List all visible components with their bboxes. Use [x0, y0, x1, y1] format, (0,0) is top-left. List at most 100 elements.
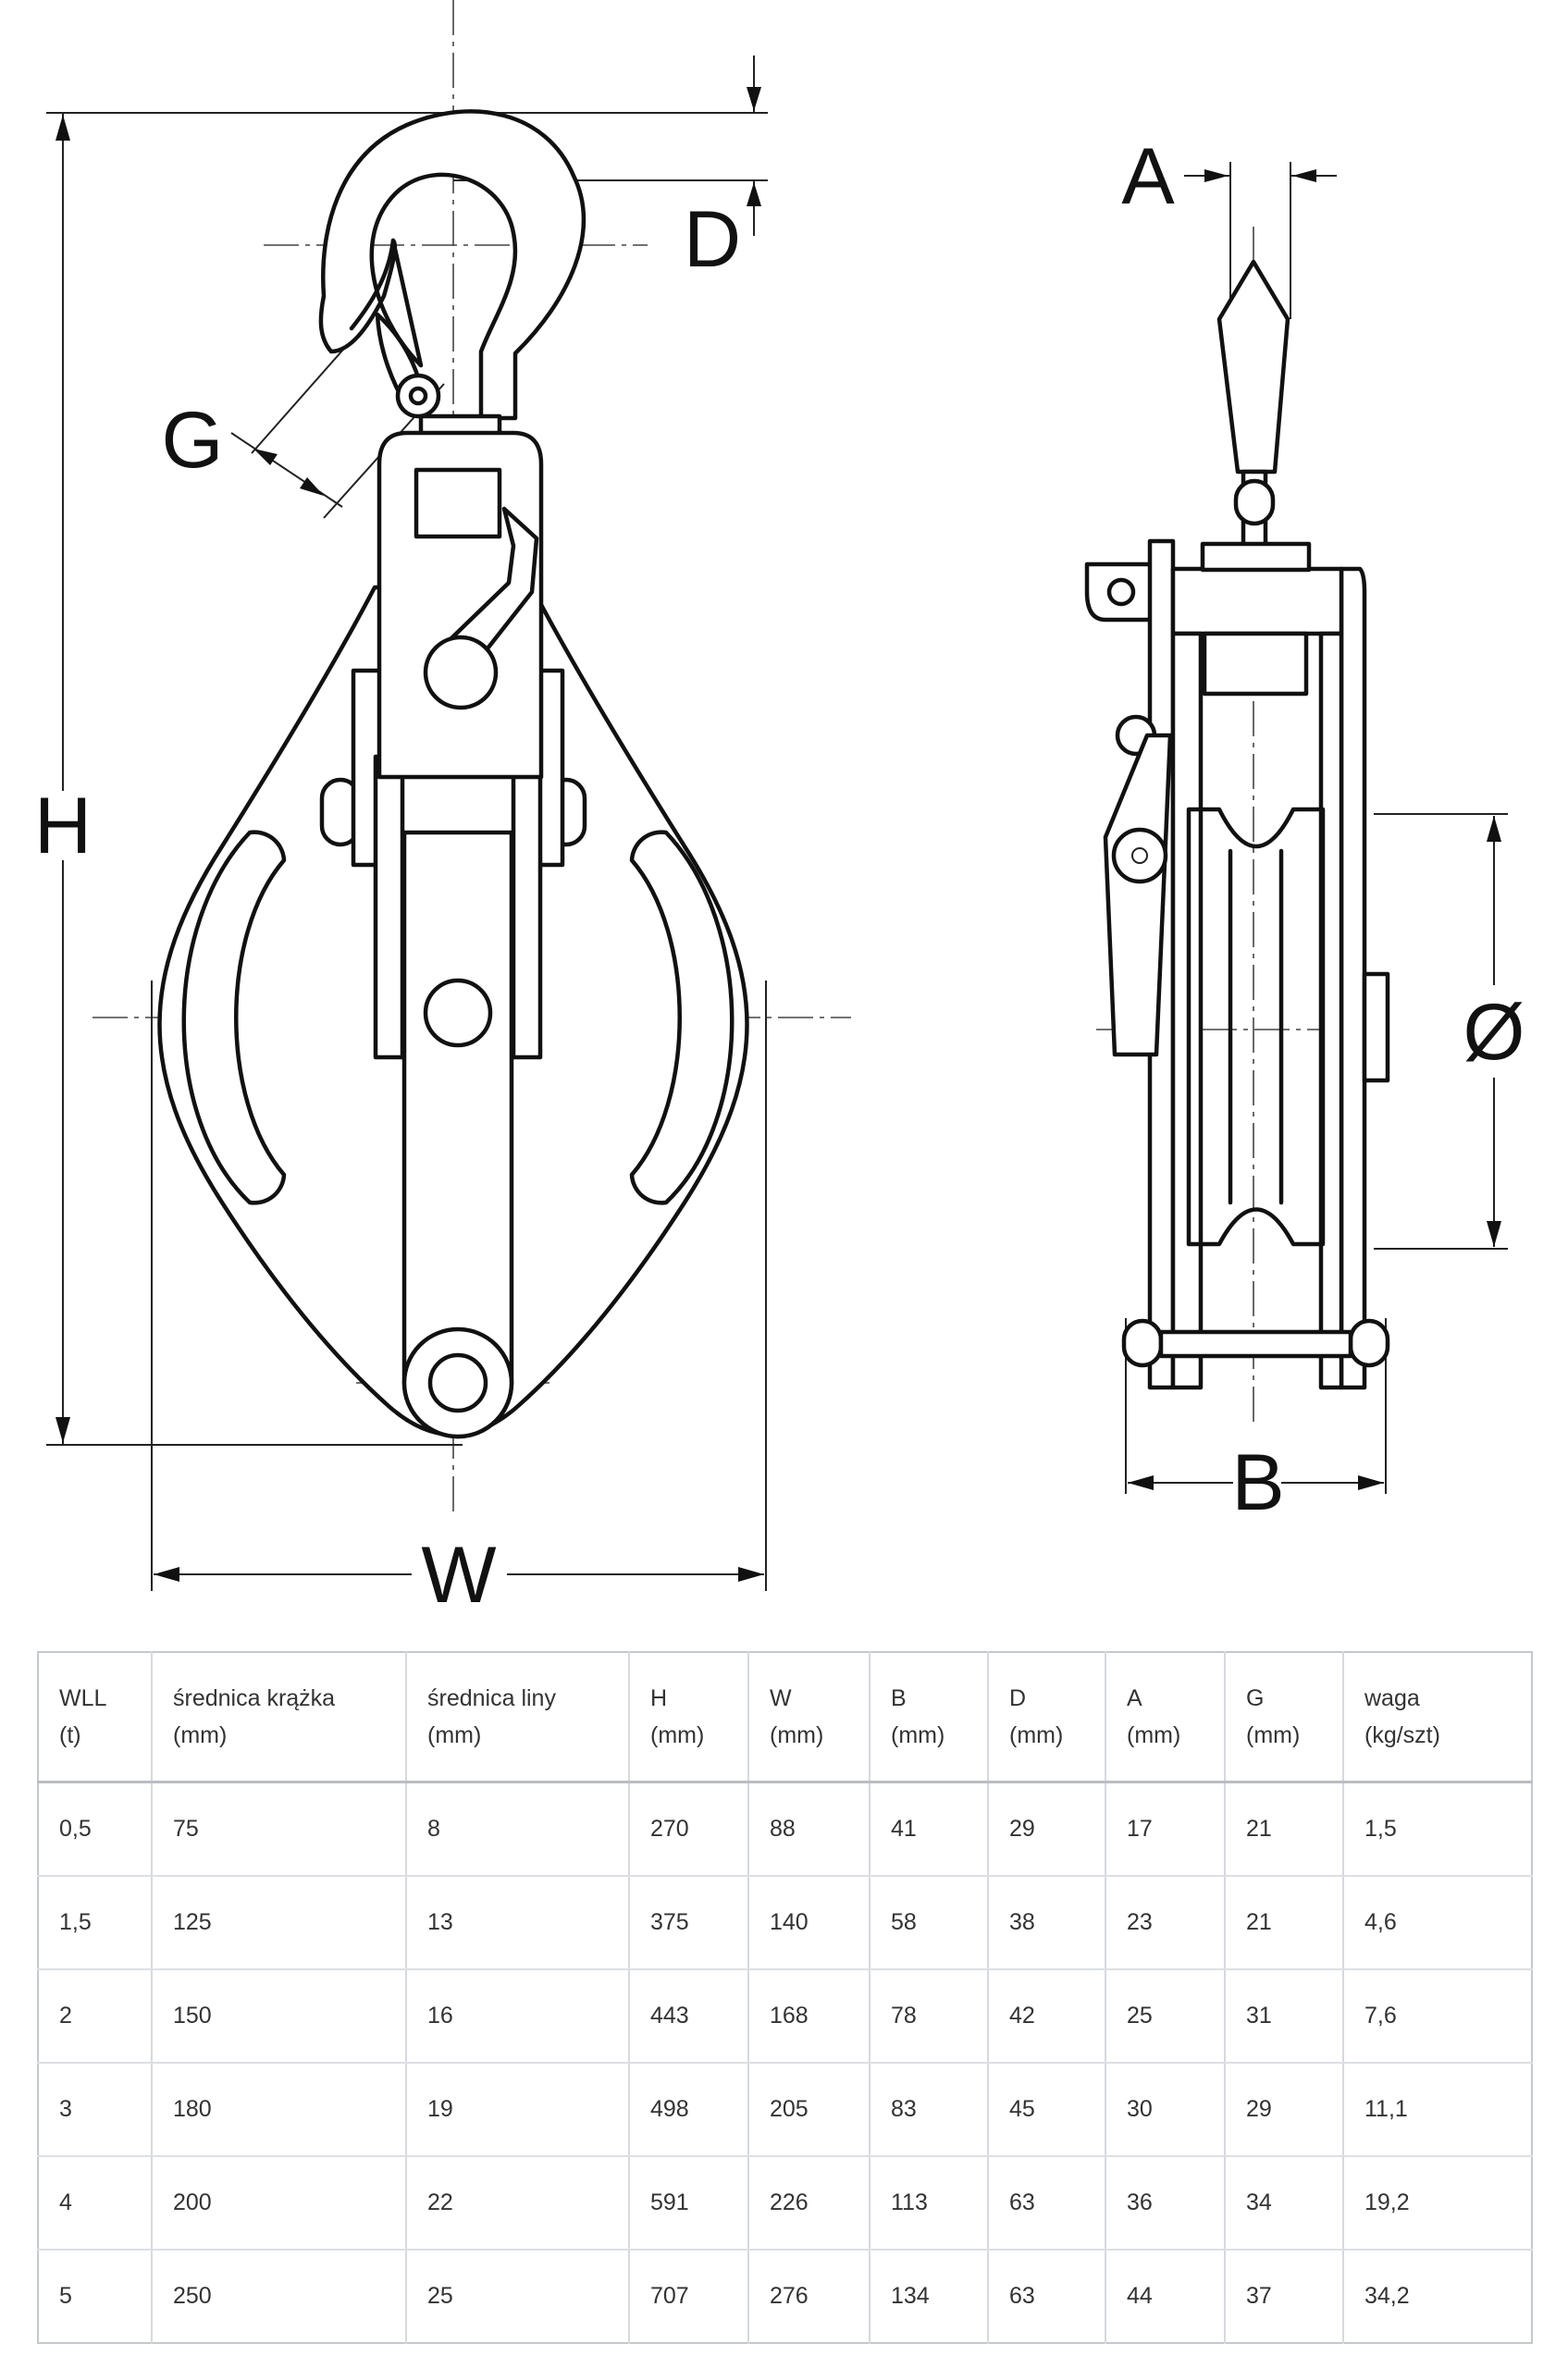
column-header-wll: WLL(t): [38, 1652, 153, 1783]
side-plate-outer: [1339, 566, 1367, 1390]
table-cell: 17: [1105, 1782, 1226, 1877]
table-cell: 707: [629, 2250, 749, 2343]
specification-table: WLL(t) średnica krążka(mm) średnica liny…: [37, 1651, 1533, 2344]
table-cell: 45: [988, 2063, 1106, 2157]
table-cell: 42: [988, 1969, 1106, 2064]
front-view: H W D G: [34, 0, 851, 1610]
table-row: 1,5 125 13 375 140 58 38 23 21 4,6: [38, 1876, 1532, 1970]
table-cell: 36: [1105, 2156, 1226, 2251]
label-a: A: [1121, 132, 1175, 221]
table-cell: 88: [748, 1782, 870, 1877]
table-cell: 25: [406, 2250, 630, 2343]
dimension-diameter: Ø: [1374, 813, 1525, 1250]
table-cell: 180: [152, 2063, 407, 2157]
table-cell: 113: [870, 2156, 989, 2251]
table-cell: 63: [988, 2250, 1106, 2343]
column-header-weight: waga(kg/szt): [1343, 1652, 1532, 1783]
table-cell: 276: [748, 2250, 870, 2343]
table-cell: 1,5: [1343, 1782, 1532, 1877]
table-cell: 250: [152, 2250, 407, 2343]
table-cell: 3: [38, 2063, 153, 2157]
table-cell: 21: [1225, 1876, 1344, 1970]
table-row: 0,5 75 8 270 88 41 29 17 21 1,5: [38, 1782, 1532, 1877]
label-h: H: [34, 782, 92, 870]
table-cell: 140: [748, 1876, 870, 1970]
table-cell: 8: [406, 1782, 630, 1877]
side-view: A B Ø: [1084, 132, 1525, 1527]
label-w: W: [421, 1531, 496, 1610]
table-cell: 63: [988, 2156, 1106, 2251]
table-cell: 5: [38, 2250, 153, 2343]
column-header-g: G(mm): [1225, 1652, 1344, 1783]
label-diameter: Ø: [1463, 988, 1525, 1077]
table-cell: 591: [629, 2156, 749, 2251]
table-row: 3 180 19 498 205 83 45 30 29 11,1: [38, 2063, 1532, 2157]
table-cell: 34: [1225, 2156, 1344, 2251]
column-header-b: B(mm): [870, 1652, 989, 1783]
table-cell: 19: [406, 2063, 630, 2157]
table-cell: 498: [629, 2063, 749, 2157]
dimension-a: A: [1121, 132, 1337, 319]
table-cell: 30: [1105, 2063, 1226, 2157]
column-header-sheave-diameter: średnica krążka(mm): [152, 1652, 407, 1783]
table-cell: 34,2: [1364, 2283, 1410, 2309]
table-row: 5 250 25 707 276 134 63 44 37 34,2: [38, 2250, 1532, 2343]
table-cell: 13: [406, 1876, 630, 1970]
dimension-h: H: [34, 112, 768, 1446]
table-cell: 21: [1225, 1782, 1344, 1877]
table-cell: 19,2: [1343, 2156, 1532, 2251]
table-cell: 443: [629, 1969, 749, 2064]
table-cell: 226: [748, 2156, 870, 2251]
table-row: 2 150 16 443 168 78 42 25 31 7,6: [38, 1969, 1532, 2064]
table-cell: 78: [870, 1969, 989, 2064]
table-cell: 134: [870, 2250, 989, 2343]
table-header-row: WLL(t) średnica krążka(mm) średnica liny…: [38, 1652, 1532, 1783]
dimension-b: B: [1125, 1318, 1387, 1527]
table-cell: 2: [38, 1969, 153, 2064]
table-cell: 29: [1225, 2063, 1344, 2157]
label-b: B: [1231, 1438, 1284, 1527]
table-cell: 38: [988, 1876, 1106, 1970]
table-cell: 0,5: [38, 1782, 153, 1877]
label-d: D: [684, 195, 741, 284]
slot-left: [181, 830, 287, 1205]
table-cell: 11,1: [1343, 2063, 1532, 2157]
table-cell: 270: [629, 1782, 749, 1877]
table-cell: 75: [152, 1782, 407, 1877]
column-header-h: H(mm): [629, 1652, 749, 1783]
table-cell: 4: [38, 2156, 153, 2251]
table-cell: 31: [1225, 1969, 1344, 2064]
table-cell: 168: [748, 1969, 870, 2064]
table-cell: 22: [406, 2156, 630, 2251]
table-cell: 16: [406, 1969, 630, 2064]
slot-right: [629, 830, 735, 1205]
table-row: 4 200 22 591 226 113 63 36 34 19,2: [38, 2156, 1532, 2251]
table-cell: 1,5: [38, 1876, 153, 1970]
table-cell: 44: [1105, 2250, 1226, 2343]
table-cell: 7,6: [1343, 1969, 1532, 2064]
table-cell: 4,6: [1343, 1876, 1532, 1970]
hook: [318, 109, 586, 421]
column-header-w: W(mm): [748, 1652, 870, 1783]
table-cell: 29: [988, 1782, 1106, 1877]
dimension-w: W: [151, 980, 767, 1610]
table-cell: 83: [870, 2063, 989, 2157]
column-header-d: D(mm): [988, 1652, 1106, 1783]
technical-drawing: H W D G: [34, 0, 1525, 1610]
table-cell: 58: [870, 1876, 989, 1970]
table-cell: 200: [152, 2156, 407, 2251]
sheave: [1186, 807, 1326, 1247]
table-cell: 37: [1225, 2250, 1344, 2343]
table-cell: 125: [152, 1876, 407, 1970]
table-cell: 41: [870, 1782, 989, 1877]
column-header-a: A(mm): [1105, 1652, 1226, 1783]
table-cell: 25: [1105, 1969, 1226, 2064]
table-cell: 205: [748, 2063, 870, 2157]
column-header-rope-diameter: średnica liny(mm): [406, 1652, 630, 1783]
table-cell: 150: [152, 1969, 407, 2064]
label-g: G: [162, 396, 224, 485]
table-cell: 23: [1105, 1876, 1226, 1970]
table-cell: 375: [629, 1876, 749, 1970]
dimension-d: D: [453, 56, 768, 284]
hinge-lever: [1103, 733, 1173, 1057]
